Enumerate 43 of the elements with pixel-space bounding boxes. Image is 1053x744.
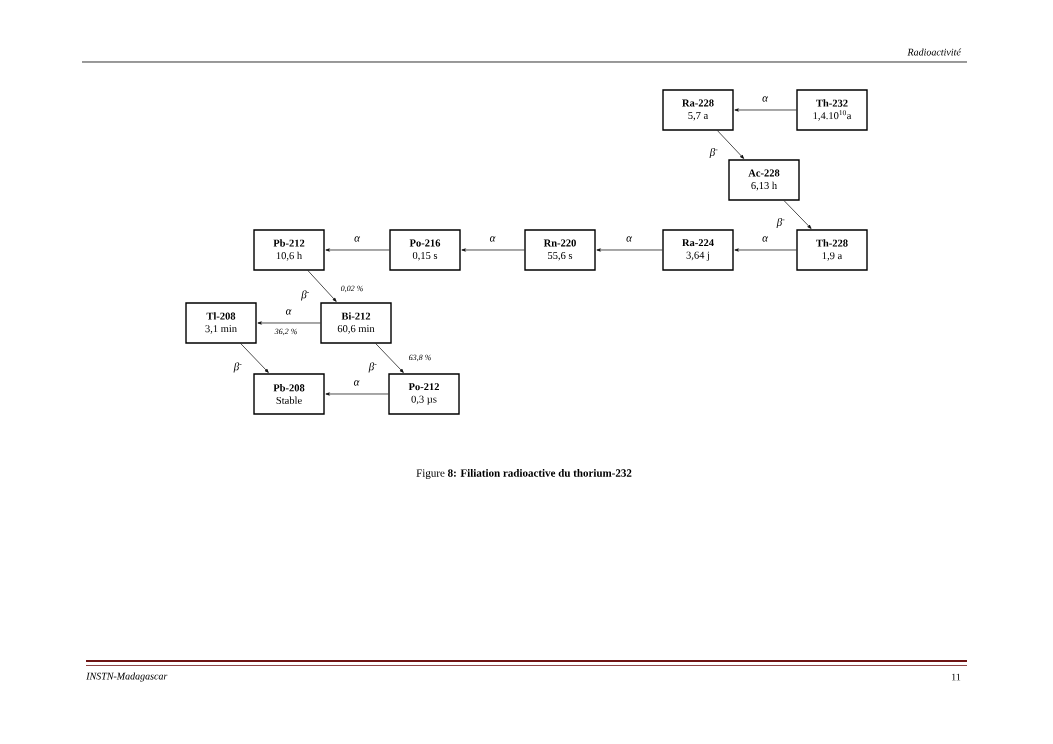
arrow xyxy=(325,248,390,252)
arrow xyxy=(783,200,812,229)
nuclide-box: Bi-212 60,6 min xyxy=(320,302,392,344)
arrow xyxy=(325,392,389,396)
edge-label: β$^{-}$ xyxy=(232,361,244,374)
edge-label: β$^{-}$ xyxy=(367,361,379,374)
arrow xyxy=(461,248,525,252)
percentage-label: 0,02 % xyxy=(341,285,363,293)
percentage-label: 63,8 % xyxy=(409,354,431,362)
nuclide-box: Ra-228 5,7 a xyxy=(662,89,734,131)
page-number: 11 xyxy=(952,673,961,681)
figure-caption: Figure 8: Filiation radioactive du thorium-232 xyxy=(416,469,632,479)
arrow xyxy=(257,321,321,325)
header-text: Radioactivité xyxy=(907,48,962,56)
nuclide-box: Tl-208 3,1 min xyxy=(185,302,257,344)
nuclide-box: Po-216 0,15 s xyxy=(389,229,461,271)
edge-label: α xyxy=(488,235,497,243)
arrow xyxy=(240,343,269,373)
edge-label: α xyxy=(761,95,769,103)
edge-label: α xyxy=(761,235,769,243)
footer-text: INSTN-Madagascar xyxy=(86,672,168,682)
nuclide-box: Pb-208 Stable xyxy=(253,373,325,415)
edge-label: α xyxy=(353,235,361,243)
arrow xyxy=(734,108,797,112)
arrow xyxy=(717,130,745,159)
arrow xyxy=(596,248,663,252)
edge-label: α xyxy=(284,308,293,316)
nuclide-box: Th-228 1,9 a xyxy=(796,229,868,271)
edge-label: β$^{-}$ xyxy=(775,216,787,230)
nuclide-box: Rn-220 55,6 s xyxy=(524,229,596,271)
nuclide-box: Ra-224 3,64 j xyxy=(662,229,734,271)
nuclide-box: Ac-228 6,13 h xyxy=(728,159,800,201)
arrow xyxy=(734,248,797,252)
nuclide-box: Po-212 0,3 µs xyxy=(388,373,460,415)
edge-label: α xyxy=(352,379,361,387)
nuclide-box: Pb-212 10,6 h xyxy=(253,229,325,271)
edge-label: β$^{-}$ xyxy=(300,289,311,302)
edge-label: α xyxy=(625,235,633,243)
arrow xyxy=(307,270,337,302)
arrow xyxy=(375,343,404,373)
percentage-label: 36,2 % xyxy=(274,328,297,336)
edge-label: β$^{-}$ xyxy=(708,146,720,160)
nuclide-box: Th-232 1,4.10$^{10}$a xyxy=(796,89,868,131)
